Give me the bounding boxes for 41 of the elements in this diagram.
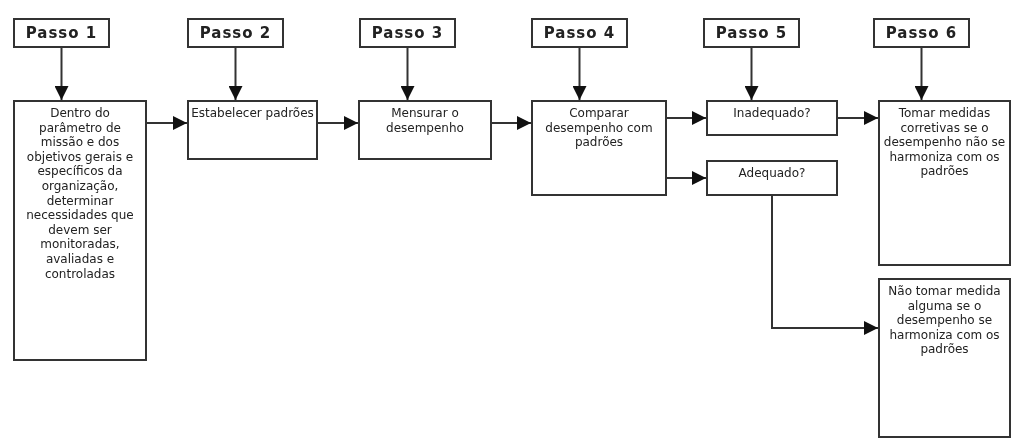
step-label: Passo 6 [885,25,958,41]
step-label: Passo 3 [371,25,444,41]
arrow [771,195,879,335]
arrow [400,47,415,101]
step-text: Estabelecer padrões [191,106,314,121]
process-box [13,100,147,361]
step-header-box [873,18,970,48]
step-text: Dentro do parâmetro de missão e dos objetivos gerais e específicos da organização, determinar necessidades que devem ser monitoradas, avaliadas e controladas [25,106,135,282]
process-box [878,278,1011,438]
step-header-box [531,18,628,48]
process-box [706,160,838,196]
step-label: Passo 1 [25,25,98,41]
arrow [317,116,359,130]
process-box [531,100,667,196]
arrow [837,111,879,125]
step-text: Tomar medidas corretivas se o desempenho não se harmoniza com os padrões [882,106,1007,179]
arrow [666,111,707,125]
step-text: Adequado? [738,166,806,181]
step-text: Mensurar o desempenho [385,106,465,136]
arrow [744,47,759,101]
step-label: Passo 2 [199,25,272,41]
step-header-box [703,18,800,48]
arrow [491,116,532,130]
step-text: Comparar desempenho com padrões [544,106,654,150]
arrow [228,47,243,101]
arrow [666,171,707,185]
arrow [914,47,929,101]
process-box [706,100,838,136]
step-label: Passo 5 [715,25,788,41]
arrow [54,47,69,101]
arrow [572,47,587,101]
step-text: Não tomar medida alguma se o desempenho se harmoniza com os padrões [887,284,1002,357]
arrow [146,116,188,130]
step-header-box [187,18,284,48]
step-text: Inadequado? [733,106,811,121]
process-box [187,100,318,160]
step-header-box [359,18,456,48]
step-header-box [13,18,110,48]
process-box [358,100,492,160]
step-label: Passo 4 [543,25,616,41]
process-box [878,100,1011,266]
